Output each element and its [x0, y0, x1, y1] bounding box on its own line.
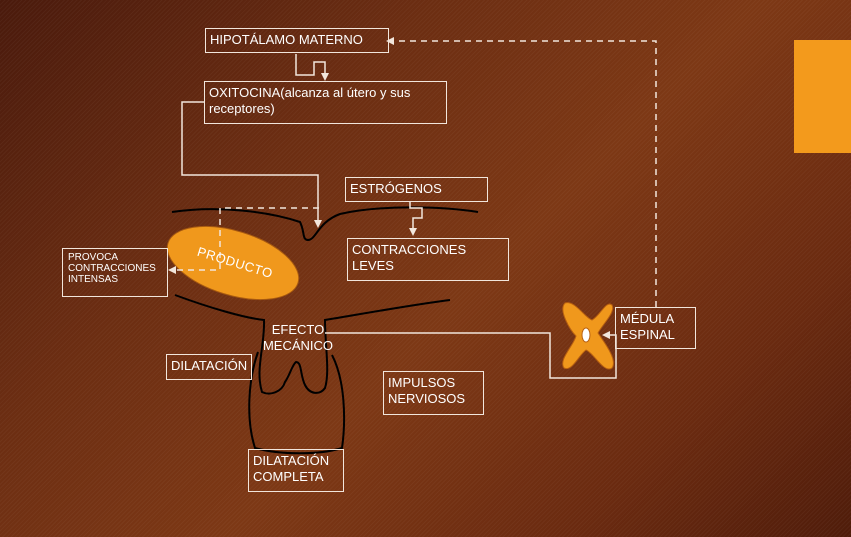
medula-espinal-box: MÉDULA ESPINAL [615, 307, 696, 349]
accent-block [794, 40, 851, 153]
spinal-cord-center [581, 327, 591, 343]
arrow-estrogenos-contracciones [409, 201, 423, 236]
arrow-hipotalamo-oxitocina [295, 54, 329, 81]
efecto-mecanico-label: EFECTO MECÁNICO [262, 322, 334, 353]
uterus-top-curve [171, 206, 479, 242]
arrow-oxitocina-utero [181, 101, 322, 228]
dilatacion-box: DILATACIÓN [166, 354, 252, 380]
producto-ellipse [166, 226, 300, 300]
impulsos-nerviosos-box: IMPULSOS NERVIOSOS [383, 371, 484, 415]
oxitocina-box: OXITOCINA(alcanza al útero y sus recepto… [204, 81, 447, 124]
estrogenos-box: ESTRÓGENOS [345, 177, 488, 202]
line-efecto-medula [325, 331, 617, 379]
provoca-contracciones-box: PROVOCA CONTRACCIONES INTENSAS [62, 248, 168, 297]
dashed-producto-provoca [168, 207, 319, 274]
cervix-outline [248, 351, 346, 455]
uterus-bottom-left [174, 294, 451, 395]
hipotalamo-box: HIPOTÁLAMO MATERNO [205, 28, 389, 53]
dashed-feedback-line [386, 37, 657, 307]
contracciones-leves-box: CONTRACCIONES LEVES [347, 238, 509, 281]
dilatacion-completa-box: DILATACIÓN COMPLETA [248, 449, 344, 492]
